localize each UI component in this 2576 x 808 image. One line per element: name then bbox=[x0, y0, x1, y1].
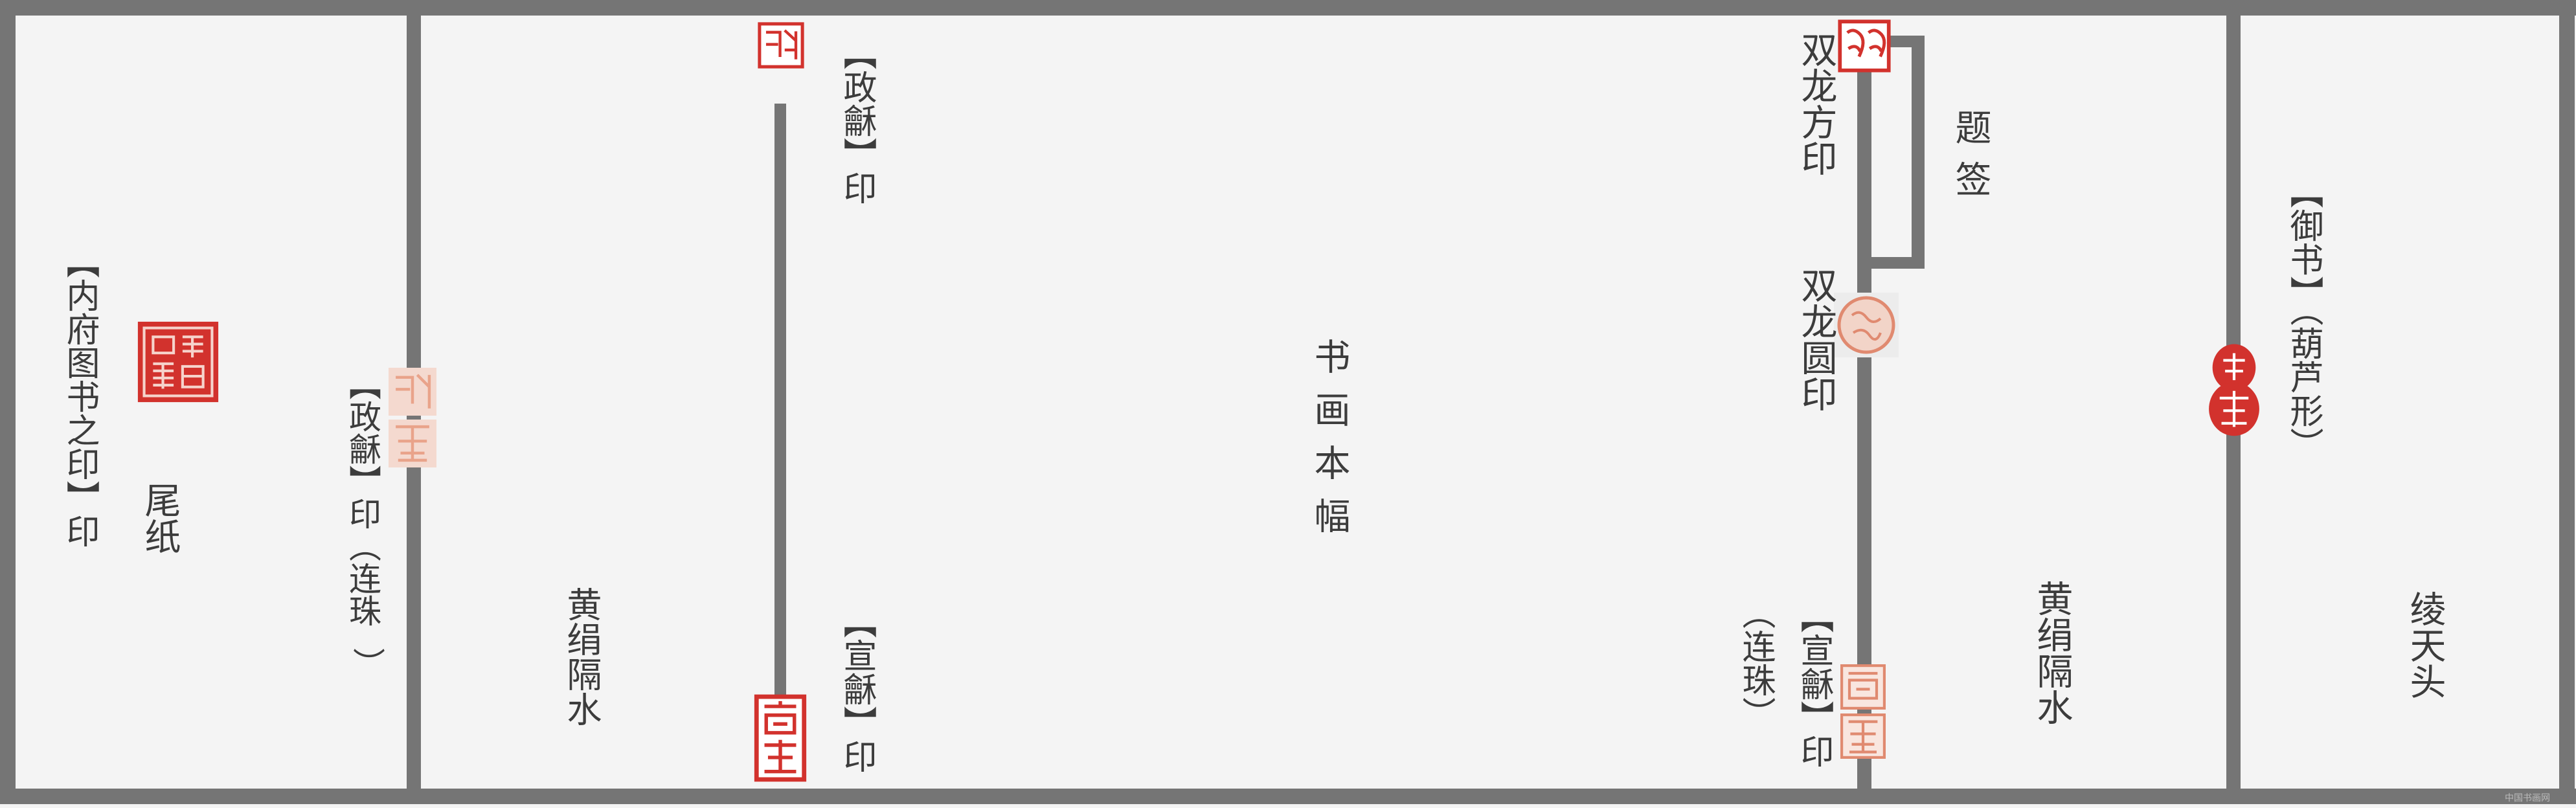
seal-zhenghe-left-lower bbox=[389, 420, 436, 467]
title-slip-bracket-bottom bbox=[1871, 257, 1925, 269]
label-shuanglong-yuan: 双龙圆印 bbox=[1795, 267, 1837, 412]
label-tail-paper: 尾纸 bbox=[139, 482, 181, 554]
label-main-painting: 书画本幅 bbox=[1308, 338, 1350, 550]
label-separator-left: 黄绢隔水 bbox=[561, 587, 602, 726]
label-xuanhe-right: 【宣龢】印 bbox=[1794, 600, 1833, 768]
seal-shuanglong-fang bbox=[1838, 19, 1891, 73]
seal-neifu-image bbox=[137, 321, 219, 403]
seal-zhenghe-left-lower-image bbox=[389, 420, 436, 467]
label-neifu-seal: 【内府图书之印】印 bbox=[60, 245, 99, 548]
label-xuanhe-bottom: 【宣龢】印 bbox=[837, 605, 876, 773]
label-shuanglong-fang: 双龙方印 bbox=[1795, 31, 1837, 176]
seal-yushu-gourd bbox=[2207, 341, 2261, 438]
label-zhenghe-left: 【政龢】印（连珠 bbox=[344, 368, 381, 627]
label-zhenghe-top: 【政龢】印 bbox=[837, 36, 876, 205]
label-silk-head: 绫天头 bbox=[2404, 590, 2446, 699]
title-slip-bracket-side bbox=[1912, 36, 1925, 269]
label-separator-right: 黄绢隔水 bbox=[2031, 580, 2073, 725]
frame-top bbox=[0, 0, 2576, 16]
label-xuanhe-right-note: （连珠） bbox=[1736, 596, 1775, 730]
seal-xuanhe-right-upper bbox=[1840, 664, 1886, 710]
divider-main-separator bbox=[1857, 65, 1871, 804]
seal-xuanhe-right-upper-image bbox=[1840, 664, 1886, 710]
seal-zhenghe-left-upper bbox=[389, 368, 436, 416]
seal-shuanglong-yuan bbox=[1834, 293, 1899, 357]
frame-right bbox=[2559, 0, 2575, 804]
seal-neifu-tushu bbox=[133, 317, 223, 407]
label-title-slip: 题签 bbox=[1949, 109, 1991, 212]
divider-separator-main bbox=[774, 104, 786, 699]
label-yushu: 【御书】（葫芦形） bbox=[2284, 175, 2323, 461]
seal-zhenghe-top-image bbox=[758, 22, 804, 69]
seal-zhenghe-top bbox=[758, 22, 804, 69]
seal-yushu-gourd-image bbox=[2209, 344, 2259, 436]
frame-bottom bbox=[0, 789, 2576, 804]
label-zhenghe-left-close: ） bbox=[348, 647, 385, 680]
seal-shuanglong-yuan-image bbox=[1834, 293, 1899, 357]
watermark: 中国书画网 bbox=[2505, 793, 2550, 803]
seal-xuanhe-bottom-image bbox=[754, 694, 807, 782]
frame-left bbox=[0, 0, 16, 804]
seal-xuanhe-bottom bbox=[754, 694, 807, 782]
seal-xuanhe-right-lower bbox=[1840, 713, 1886, 759]
seal-xuanhe-right-lower-image bbox=[1840, 713, 1886, 759]
seal-zhenghe-left-upper-image bbox=[389, 368, 436, 416]
seal-shuanglong-fang-image bbox=[1838, 19, 1891, 73]
